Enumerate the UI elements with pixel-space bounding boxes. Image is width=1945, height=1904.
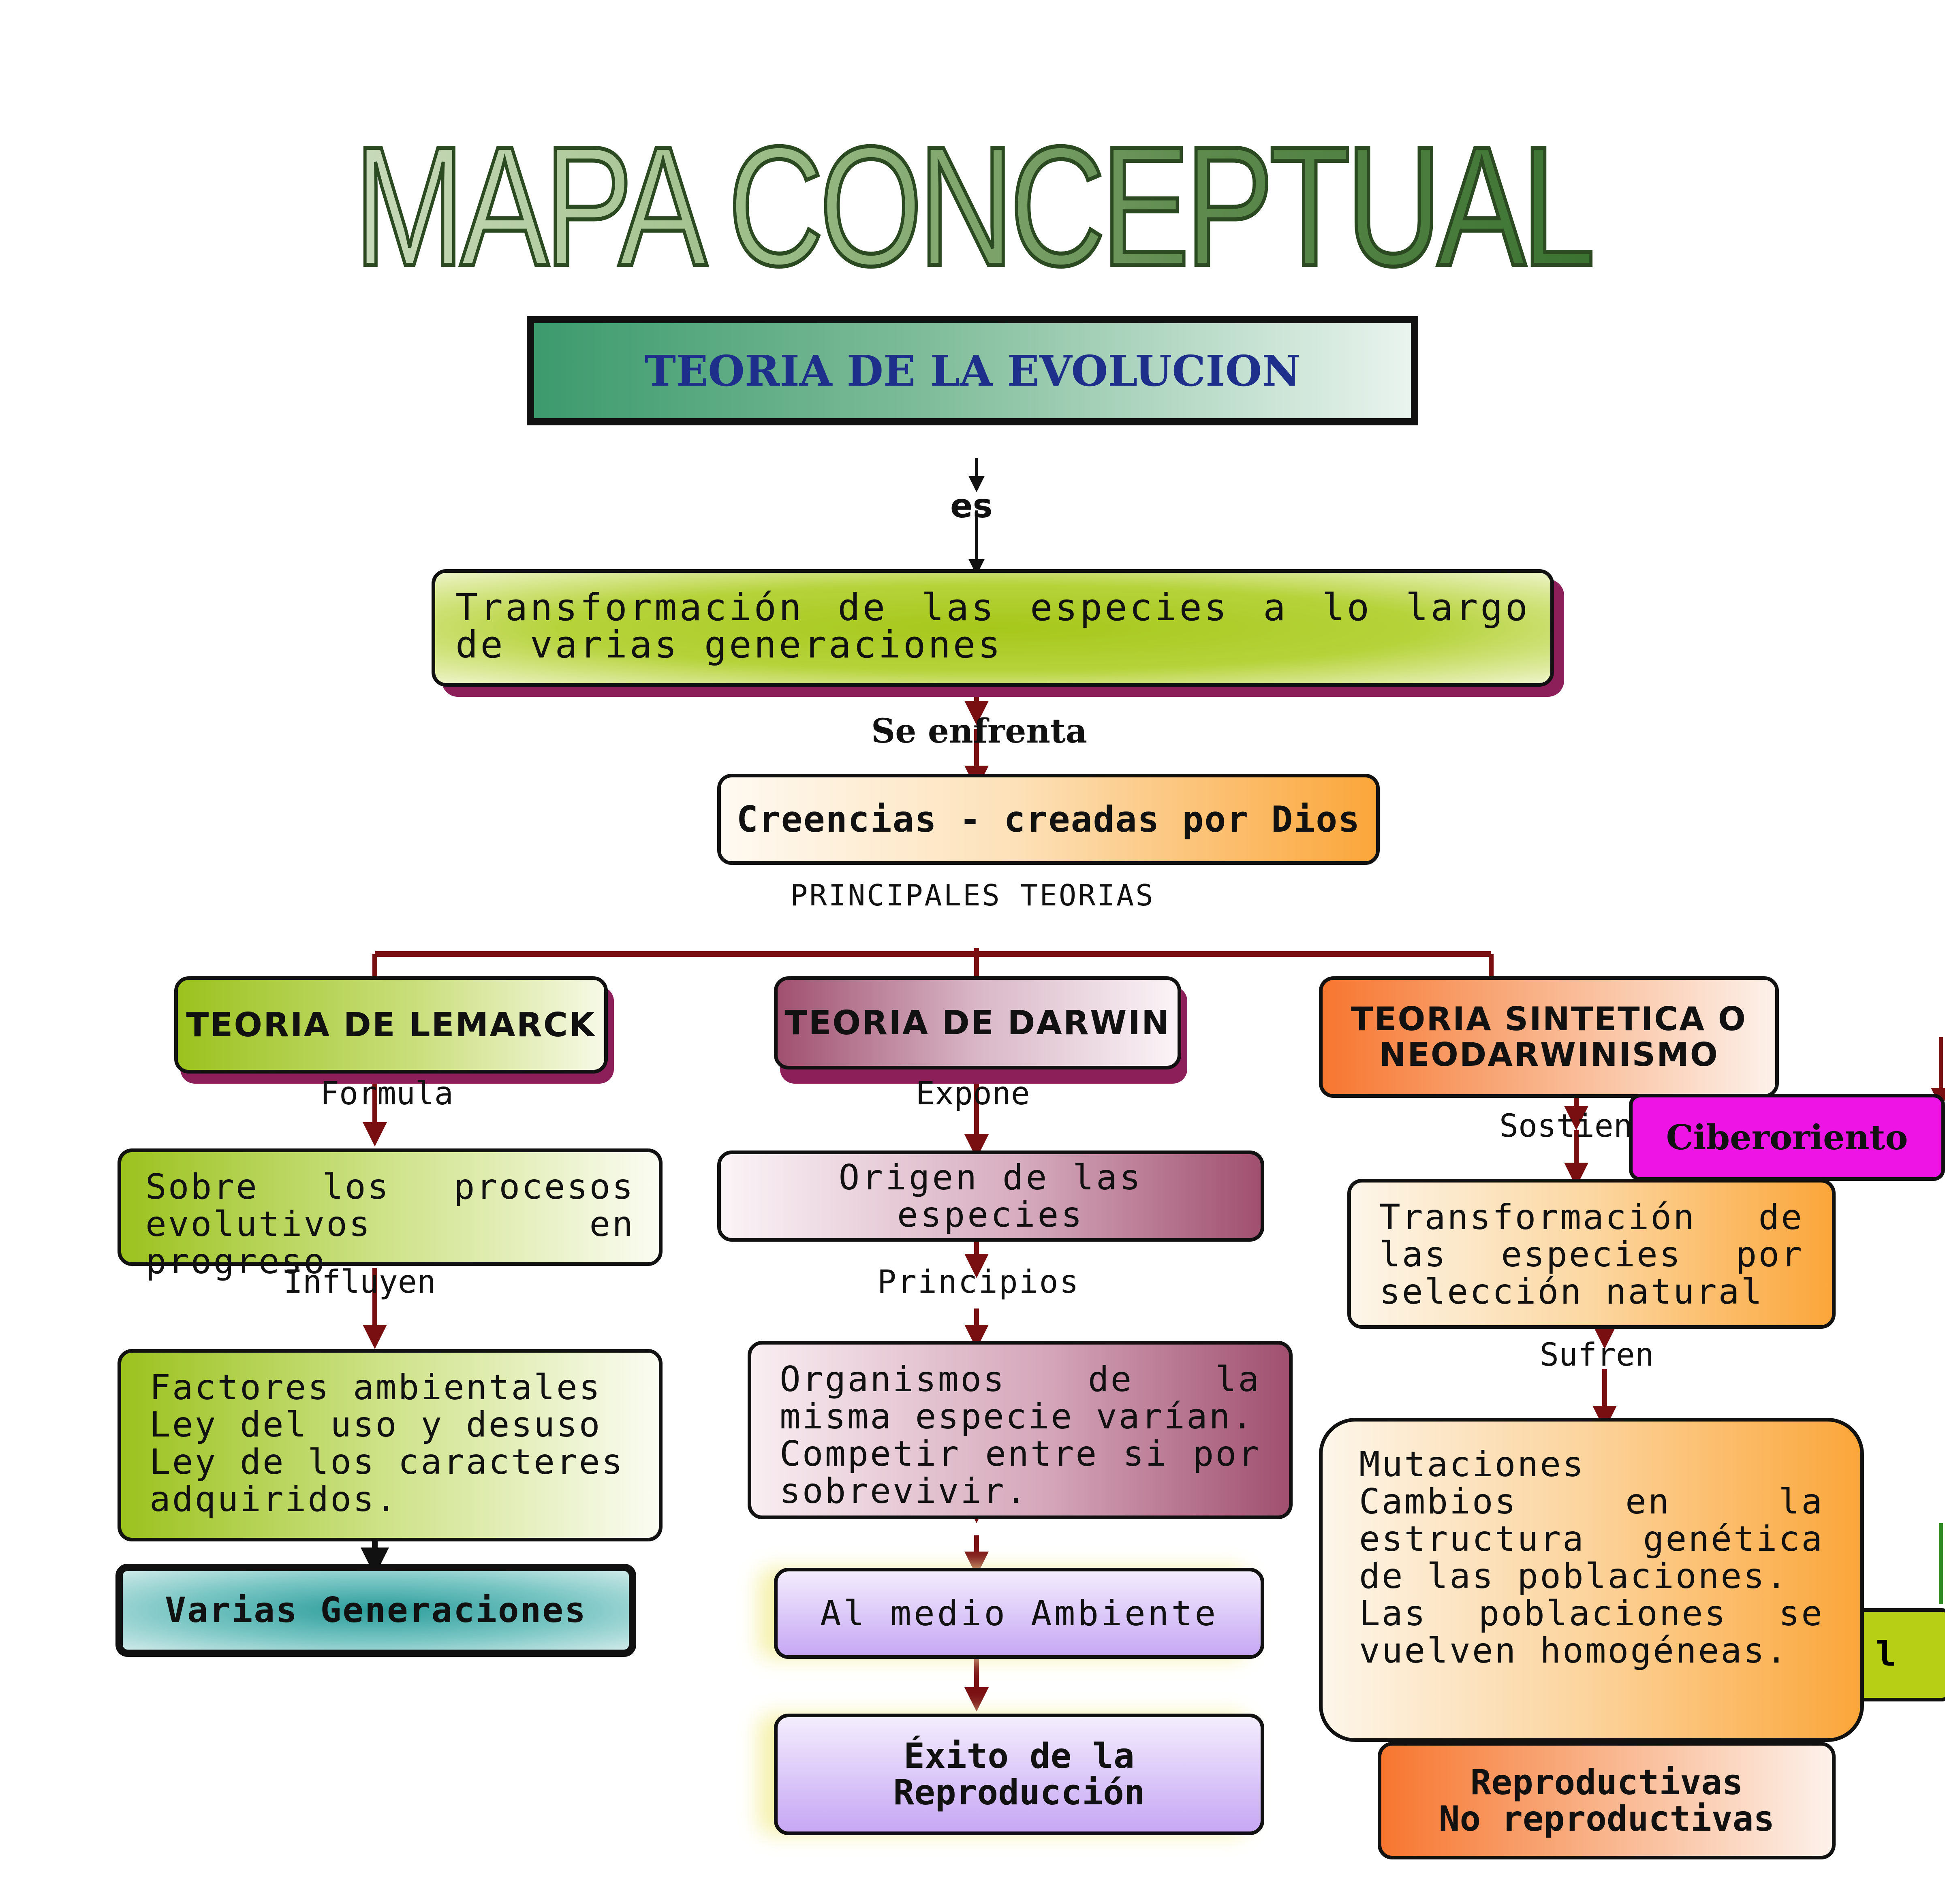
lamarck-title-node: TEORIA DE LEMARCK — [174, 976, 608, 1074]
sintetica-node3: Reproductivas No reproductivas — [1378, 1742, 1836, 1859]
darwin-node4: Éxito de la Reproducción — [774, 1714, 1264, 1835]
darwin-title-node: TEORIA DE DARWIN — [774, 976, 1181, 1069]
darwin-title: TEORIA DE DARWIN — [784, 1003, 1171, 1042]
sintetica-node2-line1: Mutaciones — [1359, 1444, 1585, 1485]
lamarck-node1-text: Sobre los procesos evolutivos en progres… — [145, 1167, 657, 1282]
darwin-node1-text: Origen de las especies — [838, 1157, 1167, 1235]
page-title: MAPA CONCEPTUAL — [214, 120, 1731, 294]
cut-node-right: l — [1848, 1608, 1945, 1701]
darwin-node3: Al medio Ambiente — [774, 1568, 1264, 1659]
link-es: es — [950, 487, 993, 525]
sintetica-link1: Sostien — [1499, 1108, 1633, 1144]
darwin-node4-line1: Éxito de la — [904, 1736, 1135, 1776]
sintetica-title-line1: TEORIA SINTETICA O — [1351, 1000, 1747, 1038]
sintetica-node1-text: Transformación de las especies por selec… — [1379, 1197, 1826, 1312]
definition-node: Transformación de las especies a lo larg… — [432, 569, 1554, 687]
lamarck-title: TEORIA DE LEMARCK — [186, 1005, 596, 1044]
beliefs-node: Creencias - creadas por Dios — [717, 774, 1380, 865]
lamarck-node3-text: Varias Generaciones — [165, 1590, 587, 1631]
lamarck-link2: Influyen — [284, 1264, 436, 1300]
lamarck-node3: Varias Generaciones — [115, 1564, 636, 1657]
darwin-node2-line2: Competir entre si por sobrevivir. — [780, 1434, 1283, 1511]
darwin-node2: Organismos de la misma especie varían. C… — [748, 1341, 1293, 1519]
sintetica-node3-line2: No reproductivas — [1438, 1799, 1775, 1839]
sintetica-link2: Sufren — [1540, 1337, 1654, 1373]
sintetica-node3-line1: Reproductivas — [1470, 1762, 1743, 1803]
sintetica-title-line2: NEODARWINISMO — [1379, 1036, 1719, 1074]
cut-node-text: l — [1876, 1634, 1896, 1674]
lamarck-node1: Sobre los procesos evolutivos en progres… — [118, 1148, 663, 1280]
sintetica-title-node: TEORIA SINTETICA O NEODARWINISMO — [1319, 976, 1779, 1098]
darwin-node1: Origen de las especies — [717, 1151, 1264, 1242]
darwin-link1: Expone — [916, 1076, 1030, 1112]
lamarck-node2: Factores ambientales Ley del uso y desus… — [118, 1349, 663, 1541]
ciberoriento-tag: Ciberoriento — [1629, 1094, 1945, 1181]
lamarck-node2-line1: Factores ambientales — [150, 1367, 602, 1408]
root-node: TEORIA DE LA EVOLUCION — [527, 316, 1418, 425]
lamarck-link1: Formula — [320, 1076, 453, 1112]
sintetica-node2: Mutaciones Cambios en la estructura gené… — [1319, 1418, 1864, 1742]
lamarck-node2-line3: Ley de los caracteres adquiridos. — [150, 1442, 647, 1520]
ciberoriento-text: Ciberoriento — [1666, 1117, 1908, 1157]
sintetica-node2-line2: Cambios en la estructura genética de las… — [1359, 1481, 1847, 1597]
lamarck-node2-line2: Ley del uso y desuso — [150, 1405, 602, 1445]
darwin-node3-text: Al medio Ambiente — [820, 1593, 1218, 1634]
link-se-enfrenta: Se enfrenta — [871, 712, 1087, 751]
beliefs-text: Creencias - creadas por Dios — [736, 798, 1361, 840]
darwin-node2-line1: Organismos de la misma especie varían. — [780, 1359, 1283, 1437]
definition-text: Transformación de las especies a lo larg… — [455, 586, 1555, 666]
principales-label: PRINCIPALES TEORIAS — [790, 878, 1155, 912]
darwin-link2: Principios — [877, 1264, 1080, 1300]
darwin-node4-line2: Reproducción — [893, 1772, 1145, 1813]
sintetica-node1: Transformación de las especies por selec… — [1347, 1179, 1836, 1329]
sintetica-node2-line3: Las poblaciones se vuelven homogéneas. — [1359, 1593, 1847, 1671]
root-label: TEORIA DE LA EVOLUCION — [644, 346, 1301, 396]
